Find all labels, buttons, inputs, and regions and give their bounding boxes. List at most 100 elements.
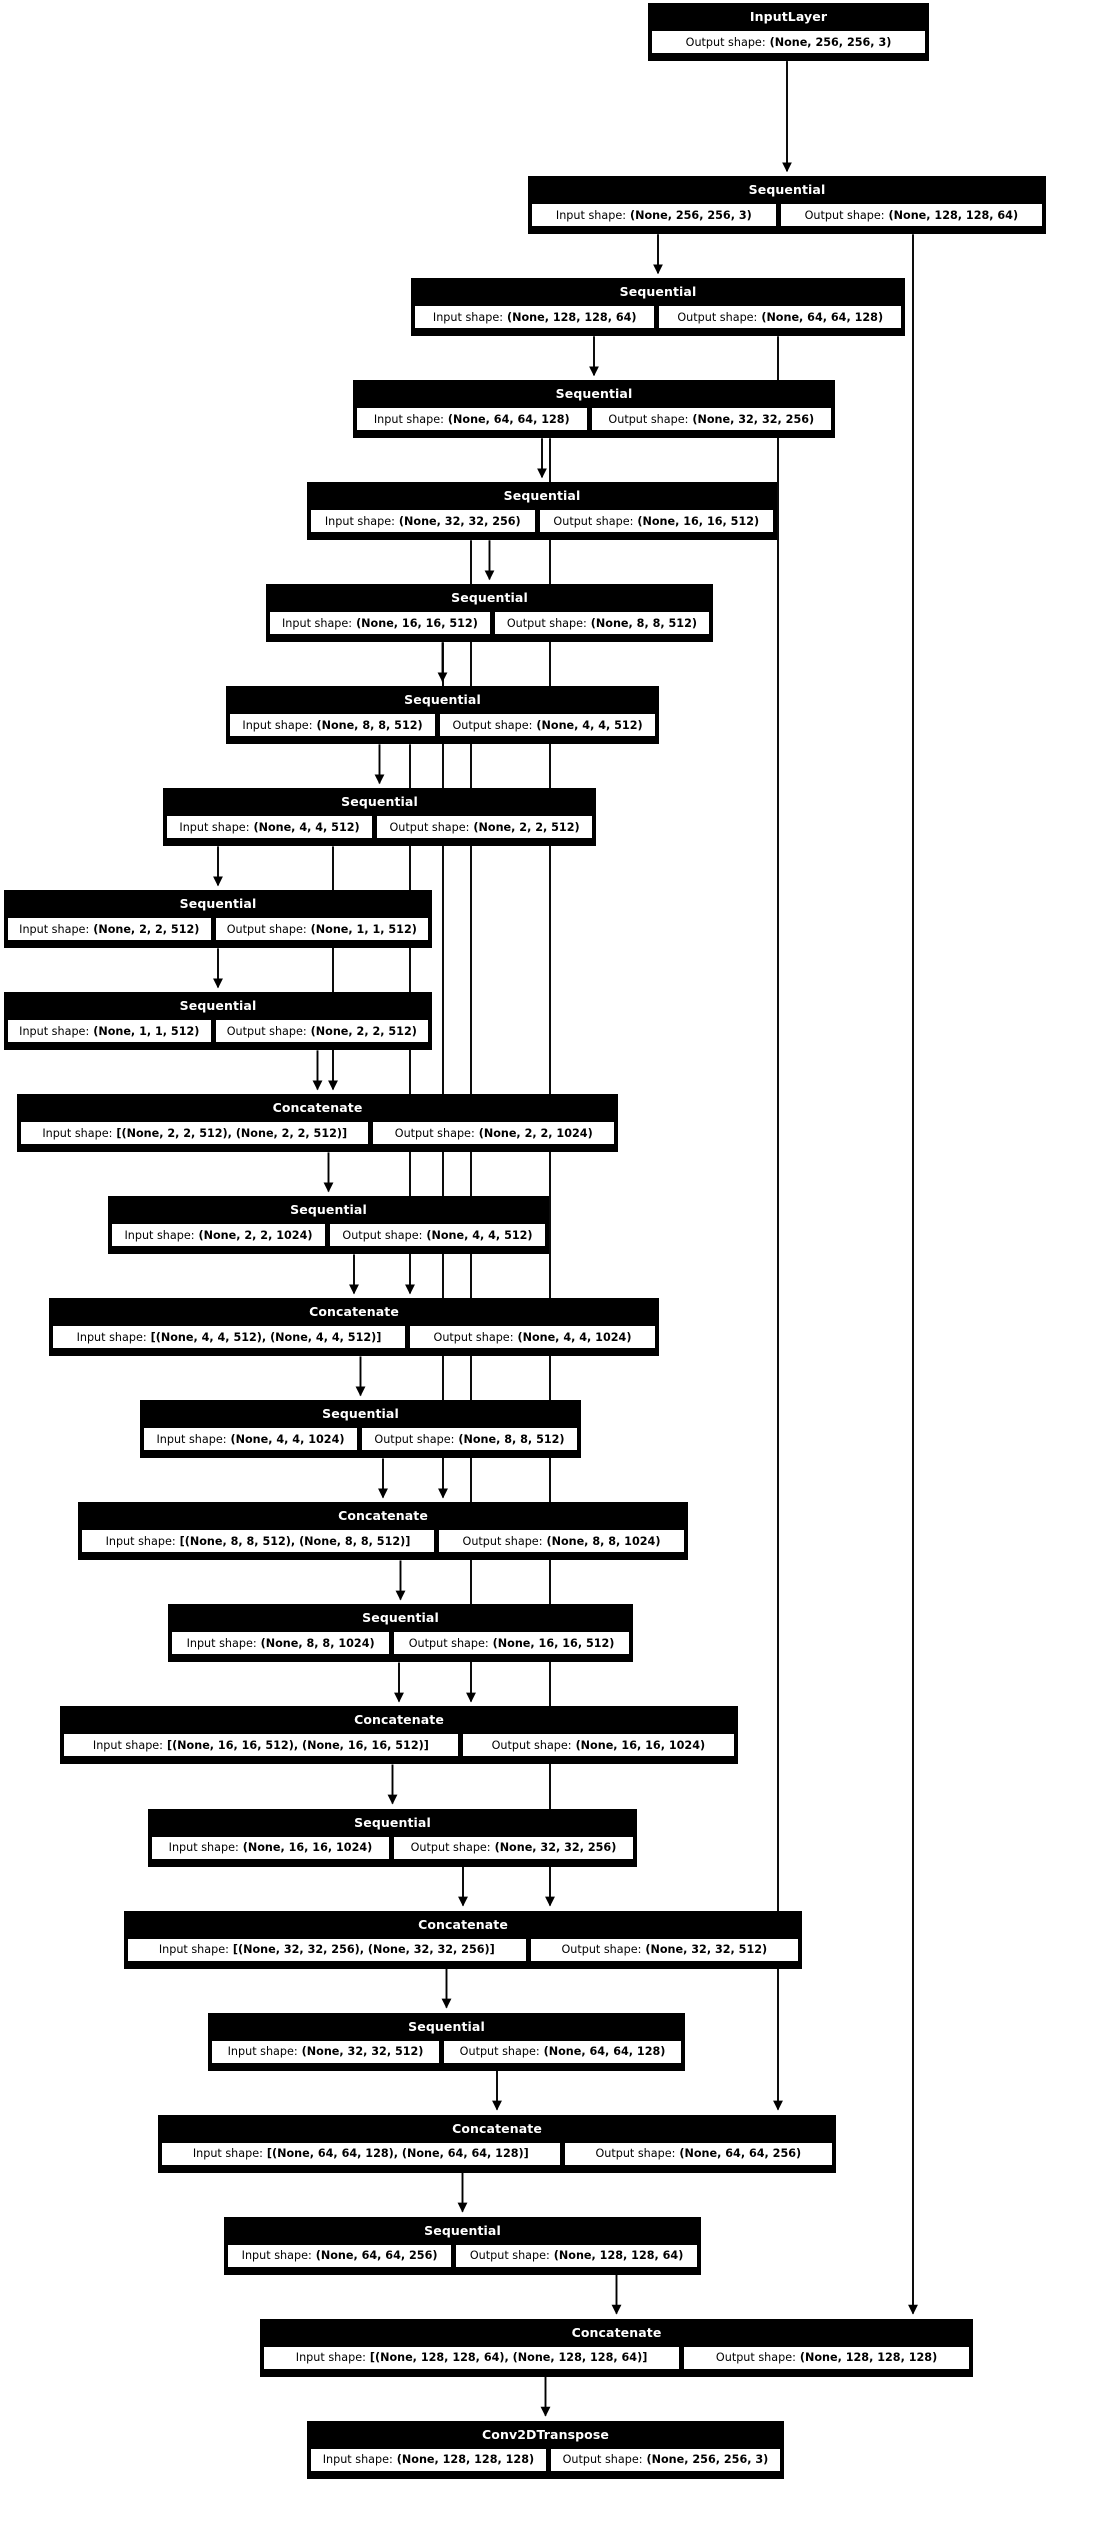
- node-output-shape: Output shape:(None, 2, 2, 1024): [372, 1121, 616, 1146]
- node-type-label: Sequential: [5, 993, 431, 1020]
- node-output-shape: Output shape:(None, 4, 4, 512): [439, 713, 657, 738]
- node-output-shape: Output shape:(None, 4, 4, 512): [328, 1223, 547, 1248]
- node-type-label: Concatenate: [79, 1503, 687, 1530]
- output-shape-label: Output shape:: [595, 2147, 676, 2161]
- node-input-shape: Input shape:(None, 32, 32, 256): [310, 509, 536, 534]
- node-type-label: Sequential: [308, 483, 776, 510]
- node-shape-row: Input shape:(None, 4, 4, 1024)Output sha…: [141, 1427, 580, 1454]
- node-type-label: Sequential: [529, 177, 1045, 204]
- node-shape-row: Input shape:(None, 64, 64, 128)Output sh…: [354, 407, 834, 434]
- output-shape-value: (None, 128, 128, 64): [553, 2249, 684, 2263]
- node-type-label: Sequential: [141, 1401, 580, 1428]
- node-output-shape: Output shape:(None, 64, 64, 128): [443, 2039, 683, 2064]
- node-input-shape: Input shape:(None, 8, 8, 1024): [171, 1631, 391, 1656]
- node-input-shape: Input shape:[(None, 2, 2, 512), (None, 2…: [20, 1121, 370, 1146]
- node-output-shape: Output shape:(None, 128, 128, 64): [455, 2243, 699, 2268]
- input-shape-label: Input shape:: [179, 820, 250, 834]
- node-output-shape: Output shape:(None, 16, 16, 512): [538, 509, 775, 534]
- node-output-shape: Output shape:(None, 128, 128, 128): [683, 2345, 971, 2370]
- output-shape-label: Output shape:: [553, 514, 634, 528]
- output-shape-label: Output shape:: [715, 2351, 796, 2365]
- input-shape-value: (None, 8, 8, 1024): [260, 1636, 375, 1650]
- input-shape-label: Input shape:: [156, 1432, 227, 1446]
- output-shape-label: Output shape:: [506, 616, 587, 630]
- output-shape-label: Output shape:: [462, 1534, 543, 1548]
- output-shape-value: (None, 16, 16, 512): [637, 514, 760, 528]
- node-type-label: Sequential: [227, 687, 658, 714]
- input-shape-label: Input shape:: [186, 1636, 257, 1650]
- output-shape-value: (None, 16, 16, 1024): [575, 1738, 706, 1752]
- node-output-shape: Output shape:(None, 64, 64, 256): [563, 2141, 833, 2166]
- node-type-label: Concatenate: [125, 1911, 801, 1938]
- node-shape-row: Input shape:[(None, 2, 2, 512), (None, 2…: [18, 1121, 617, 1148]
- output-shape-label: Output shape:: [389, 820, 470, 834]
- node-output-shape: Output shape:(None, 16, 16, 512): [393, 1631, 630, 1656]
- output-shape-value: (None, 256, 256, 3): [769, 35, 892, 49]
- output-shape-value: (None, 64, 64, 128): [761, 310, 884, 324]
- node-output-shape: Output shape:(None, 1, 1, 512): [214, 917, 430, 942]
- node-type-label: Sequential: [354, 381, 834, 408]
- input-shape-label: Input shape:: [241, 2249, 312, 2263]
- input-shape-value: (None, 64, 64, 128): [447, 412, 570, 426]
- node-output-shape: Output shape:(None, 32, 32, 512): [529, 1937, 799, 1962]
- node-type-label: Sequential: [164, 789, 595, 816]
- output-shape-value: (None, 4, 4, 1024): [517, 1330, 632, 1344]
- output-shape-label: Output shape:: [608, 412, 689, 426]
- node-output-shape: Output shape:(None, 32, 32, 256): [590, 407, 833, 432]
- input-shape-label: Input shape:: [19, 922, 90, 936]
- input-shape-value: (None, 16, 16, 512): [356, 616, 478, 630]
- node-input-shape: Input shape:(None, 64, 64, 256): [227, 2243, 453, 2268]
- node-output-shape: Output shape:(None, 256, 256, 3): [651, 30, 926, 55]
- node-input-shape: Input shape:(None, 256, 256, 3): [531, 203, 777, 228]
- output-shape-label: Output shape:: [469, 2249, 550, 2263]
- output-shape-value: (None, 32, 32, 256): [494, 1841, 617, 1854]
- node-type-label: Concatenate: [159, 2115, 835, 2142]
- output-shape-value: (None, 4, 4, 512): [426, 1228, 533, 1242]
- node-input-shape: Input shape:(None, 64, 64, 128): [356, 407, 588, 432]
- node-shape-row: Input shape:(None, 128, 128, 128)Output …: [308, 2447, 783, 2474]
- node-output-shape: Output shape:(None, 32, 32, 256): [392, 1835, 635, 1860]
- node-shape-row: Input shape:(None, 32, 32, 512)Output sh…: [209, 2039, 684, 2066]
- output-shape-value: (None, 2, 2, 1024): [478, 1126, 593, 1140]
- input-shape-value: (None, 256, 256, 3): [629, 208, 752, 222]
- input-shape-value: (None, 32, 32, 512): [301, 2045, 424, 2059]
- input-shape-label: Input shape:: [295, 2351, 366, 2365]
- node-type-label: Concatenate: [18, 1095, 617, 1122]
- node-shape-row: Input shape:(None, 32, 32, 256)Output sh…: [308, 509, 776, 536]
- node-input-shape: Input shape:(None, 1, 1, 512): [7, 1019, 212, 1044]
- node-type-label: Sequential: [209, 2013, 684, 2040]
- node-type-label: Sequential: [169, 1605, 632, 1632]
- output-shape-value: (None, 16, 16, 512): [492, 1636, 615, 1650]
- input-shape-value: (None, 4, 4, 1024): [230, 1432, 345, 1446]
- output-shape-label: Output shape:: [226, 1024, 307, 1038]
- input-shape-value: (None, 2, 2, 512): [93, 922, 200, 936]
- input-shape-value: (None, 8, 8, 512): [316, 718, 423, 732]
- node-type-label: Sequential: [225, 2217, 700, 2244]
- node-input-shape: Input shape:[(None, 16, 16, 512), (None,…: [63, 1733, 459, 1758]
